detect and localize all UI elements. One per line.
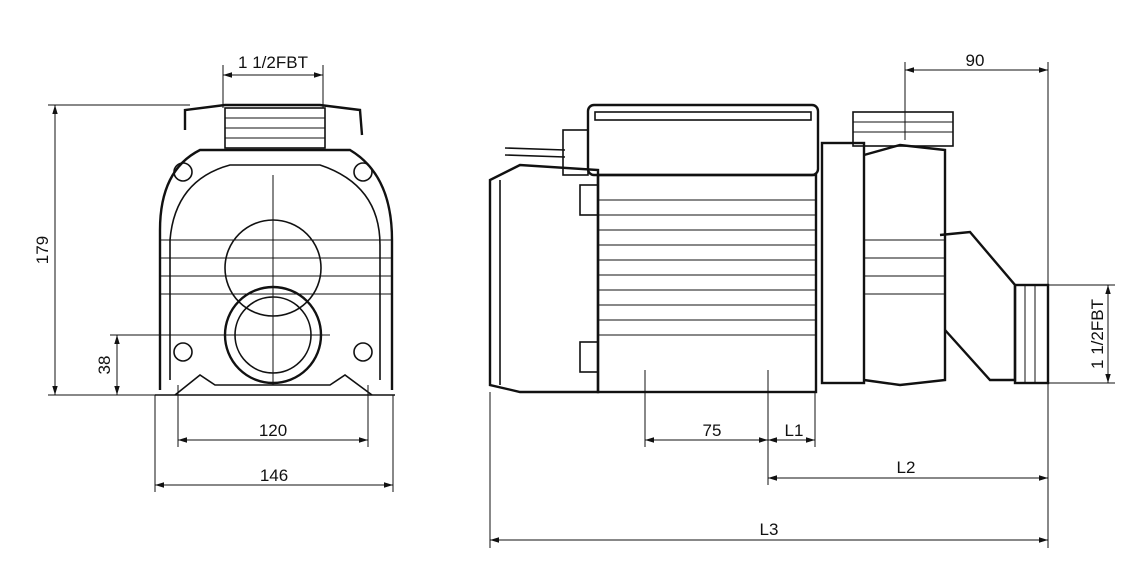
side-foot-spacing-label: 75: [703, 421, 722, 440]
side-dimensions: 90 75 L1 L2 L3 1 1/2FBT: [489, 51, 1115, 548]
l3-label: L3: [760, 520, 779, 539]
front-port-label: 1 1/2FBT: [238, 53, 308, 72]
side-port-label: 1 1/2FBT: [1088, 299, 1107, 369]
axis-height-label: 38: [95, 356, 114, 375]
front-view: [155, 103, 395, 396]
l1-label: L1: [785, 421, 804, 440]
outlet-offset-label: 90: [966, 51, 985, 70]
front-dimensions: 1 1/2FBT 179 38 120 146: [33, 53, 394, 492]
foot-spacing-label: 120: [259, 421, 287, 440]
l2-label: L2: [897, 458, 916, 477]
side-view: [488, 103, 1050, 394]
width-label: 146: [260, 466, 288, 485]
cooling-fins: [598, 199, 816, 336]
height-label: 179: [33, 236, 52, 264]
